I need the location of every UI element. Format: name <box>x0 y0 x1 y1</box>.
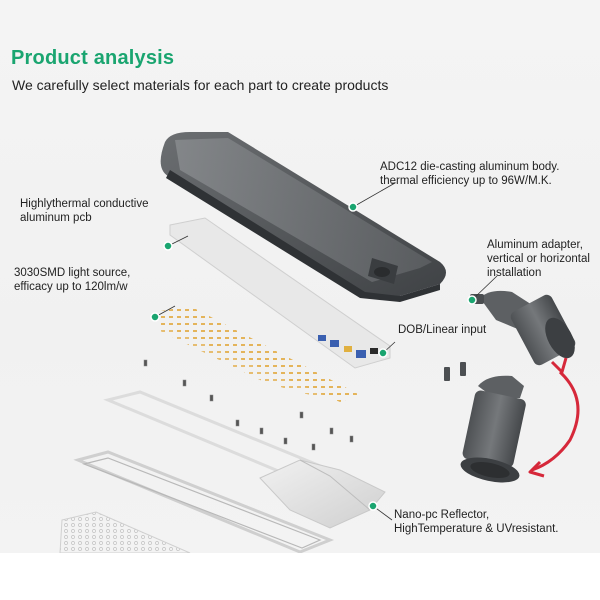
callout-adapter: Aluminum adapter, vertical or horizontal… <box>487 238 590 280</box>
smd-led-array <box>155 306 360 402</box>
callout-light-source-line2: efficacy up to 120lm/w <box>14 281 128 293</box>
callout-adapter-line3: installation <box>487 267 542 279</box>
callout-dot-led <box>150 312 160 322</box>
die-cast-housing <box>160 132 447 302</box>
callout-light-source-line1: 3030SMD light source, <box>14 267 131 279</box>
page-subtitle: We carefully select materials for each p… <box>12 77 389 93</box>
callout-dot-adapter <box>467 295 477 305</box>
callout-pcb-line1: Highlythermal conductive <box>20 198 149 210</box>
callout-adapter-line2: vertical or horizontal <box>487 253 590 265</box>
callout-dots <box>150 202 477 511</box>
nano-pc-reflector <box>259 459 386 529</box>
callout-input: DOB/Linear input <box>398 323 486 337</box>
product-analysis-figure: Product analysis We carefully select mat… <box>0 0 600 553</box>
rotate-arrow-icon <box>528 357 580 478</box>
callout-pcb-line2: aluminum pcb <box>20 212 92 224</box>
lens-plate <box>59 511 191 553</box>
callout-reflector: Nano-pc Reflector, HighTemperature & UVr… <box>394 508 558 536</box>
callout-body: ADC12 die-casting aluminum body. thermal… <box>380 160 559 188</box>
callout-reflector-line1: Nano-pc Reflector, <box>394 509 490 521</box>
callout-dot-body <box>348 202 358 212</box>
page-title: Product analysis <box>11 47 175 69</box>
exploded-view-illustration <box>59 132 580 553</box>
callout-reflector-line2: HighTemperature & UVresistant. <box>394 523 559 535</box>
mounting-bolts <box>444 362 466 381</box>
callout-light-source: 3030SMD light source, efficacy up to 120… <box>14 266 130 294</box>
callout-dot-pcb <box>163 241 173 251</box>
callout-dot-input <box>378 348 388 358</box>
callout-pcb: Highlythermal conductive aluminum pcb <box>20 197 148 225</box>
callout-dot-reflector <box>368 501 378 511</box>
callout-body-line2: thermal efficiency up to 96W/M.K. <box>380 175 552 187</box>
aluminum-adapter-horizontal <box>470 290 576 366</box>
callout-adapter-line1: Aluminum adapter, <box>487 239 583 251</box>
aluminum-adapter-vertical <box>460 375 526 483</box>
callout-body-line1: ADC12 die-casting aluminum body. <box>380 161 560 173</box>
callout-input-line1: DOB/Linear input <box>398 324 487 336</box>
aluminum-pcb <box>169 217 391 369</box>
screws <box>143 359 354 451</box>
